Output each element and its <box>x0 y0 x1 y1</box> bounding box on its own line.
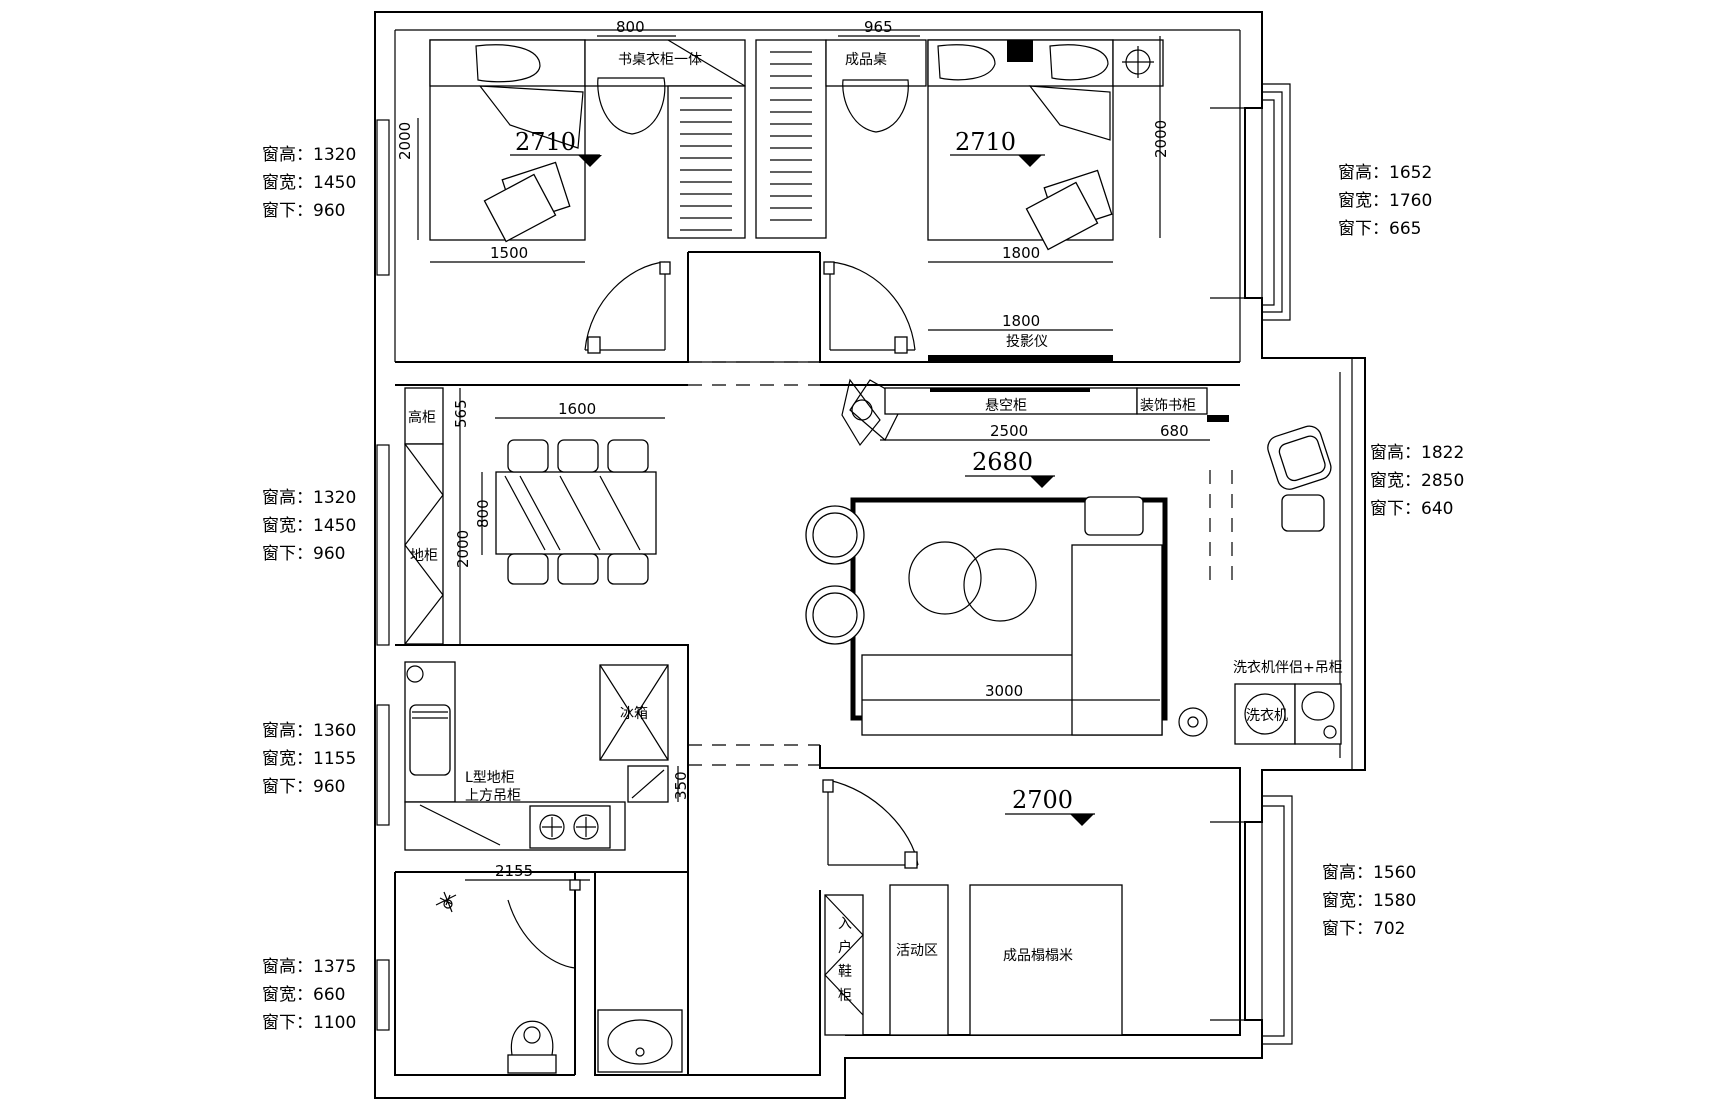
win-nw-w: 窗宽：1450 <box>262 173 356 193</box>
win-kitchen-h: 窗高：1360 <box>262 721 356 741</box>
fridge-label: 冰箱 <box>620 706 648 722</box>
kitchen: L型地柜 上方吊柜 冰箱 350 2155 <box>404 661 690 881</box>
level-bedroom-ne: 2710 <box>955 128 1016 156</box>
level-bedroom-nw: 2710 <box>515 128 576 156</box>
win-nw-h: 窗高：1320 <box>262 145 356 165</box>
dim-wardrobe-ne: 965 <box>864 18 893 36</box>
bedroom-se: 2700 入 户 鞋 柜 活动区 成品榻榻米 <box>822 779 1123 1036</box>
laundry-label: 洗衣机伴侣+吊柜 <box>1233 660 1343 676</box>
tall-cabinet <box>404 387 444 445</box>
dim-kitchen-w: 2155 <box>495 862 533 880</box>
win-nw-b: 窗下：960 <box>262 201 345 221</box>
shoe-cab-label-3: 鞋 <box>838 964 852 980</box>
activity-label: 活动区 <box>896 943 938 959</box>
win-bath-b: 窗下：1100 <box>262 1013 356 1033</box>
win-bath-w: 窗宽：660 <box>262 985 345 1005</box>
dim-bed-nw-len: 2000 <box>396 122 414 160</box>
kitchen-cab-label-2: 上方吊柜 <box>465 788 521 804</box>
win-dining-w: 窗宽：1450 <box>262 516 356 536</box>
dim-tv-w: 2500 <box>990 422 1028 440</box>
dim-bed-ne-wid: 1800 <box>1002 244 1040 262</box>
tv-cabinet <box>884 387 1138 415</box>
dim-sofa-w: 3000 <box>985 682 1023 700</box>
shoe-cab-label-4: 柜 <box>838 988 852 1004</box>
win-balcony-b: 窗下：640 <box>1370 499 1453 519</box>
bedroom-ne: 成品桌 965 2000 1800 2710 1800 投影仪 <box>755 18 1170 361</box>
win-balcony-w: 窗宽：2850 <box>1370 471 1464 491</box>
win-se-h: 窗高：1560 <box>1322 863 1416 883</box>
dim-tv-side: 680 <box>1160 422 1189 440</box>
activity-area <box>889 884 949 1036</box>
dining-area: 高柜 地柜 565 1600 2000 800 <box>404 387 665 645</box>
floor-cabinet <box>404 443 444 645</box>
desk-ne-label: 成品桌 <box>845 52 887 68</box>
dim-dining-w: 1600 <box>558 400 596 418</box>
win-ne-b: 窗下：665 <box>1338 219 1421 239</box>
balcony: 洗衣机伴侣+吊柜 洗衣机 <box>1233 425 1343 745</box>
living-room: 悬空柜 装饰书柜 2500 680 2680 3000 <box>805 378 1229 737</box>
win-ne-w: 窗宽：1760 <box>1338 191 1432 211</box>
fridge <box>599 664 669 761</box>
stove <box>529 805 611 849</box>
wardrobe-ne <box>755 39 827 239</box>
window-marks <box>376 83 1353 1045</box>
sink-kitchen <box>409 704 451 776</box>
dim-bed-ne-len: 2000 <box>1152 120 1170 158</box>
win-se-b: 窗下：702 <box>1322 919 1405 939</box>
shoe-cab-label-1: 入 <box>838 916 852 932</box>
dining-table <box>495 471 657 555</box>
dim-bed-nw-wid: 1500 <box>490 244 528 262</box>
projector-label: 投影仪 <box>1006 334 1048 350</box>
shoe-cabinet <box>824 894 864 1036</box>
bedroom-nw: 书桌衣柜一体 800 2000 1500 2710 <box>396 18 746 354</box>
side-cabinet <box>1136 387 1208 415</box>
laundry-sink <box>1294 683 1342 745</box>
dim-table-w: 800 <box>474 499 492 528</box>
shoe-cab-label-2: 户 <box>838 939 852 956</box>
win-dining-h: 窗高：1320 <box>262 488 356 508</box>
dim-wardrobe-nw: 800 <box>616 18 645 36</box>
level-bedroom-se: 2700 <box>1012 786 1073 814</box>
win-kitchen-b: 窗下：960 <box>262 777 345 797</box>
side-cab-label: 装饰书柜 <box>1140 398 1196 414</box>
tatami <box>969 884 1123 1036</box>
toilet <box>507 1054 557 1074</box>
dim-dining-cab: 565 <box>452 399 470 428</box>
win-kitchen-w: 窗宽：1155 <box>262 749 356 769</box>
tall-cab-label: 高柜 <box>408 409 436 426</box>
win-dining-b: 窗下：960 <box>262 544 345 564</box>
dim-fridge-gap: 350 <box>672 771 690 800</box>
wardrobe-hanger-lines <box>680 97 732 231</box>
tatami-label: 成品榻榻米 <box>1003 948 1073 964</box>
win-balcony-h: 窗高：1822 <box>1370 443 1464 463</box>
floor-cab-label: 地柜 <box>410 548 438 564</box>
win-se-w: 窗宽：1580 <box>1322 891 1416 911</box>
ottoman <box>1281 494 1325 532</box>
wash-basin <box>597 1009 683 1073</box>
dim-dining-len: 2000 <box>454 530 472 568</box>
window-notes: 窗高：1320 窗宽：1450 窗下：960 窗高：1320 窗宽：1450 窗… <box>262 145 1464 1033</box>
win-bath-h: 窗高：1375 <box>262 957 356 977</box>
dim-projector: 1800 <box>1002 312 1040 330</box>
bathroom <box>435 879 683 1074</box>
interior-walls <box>394 251 1241 1076</box>
tv-cab-label: 悬空柜 <box>985 398 1027 414</box>
level-living: 2680 <box>972 448 1033 476</box>
washer-label: 洗衣机 <box>1246 708 1288 724</box>
wardrobe-nw-label: 书桌衣柜一体 <box>618 52 702 68</box>
kitchen-cab-label-1: L型地柜 <box>465 770 515 786</box>
win-ne-h: 窗高：1652 <box>1338 163 1432 183</box>
